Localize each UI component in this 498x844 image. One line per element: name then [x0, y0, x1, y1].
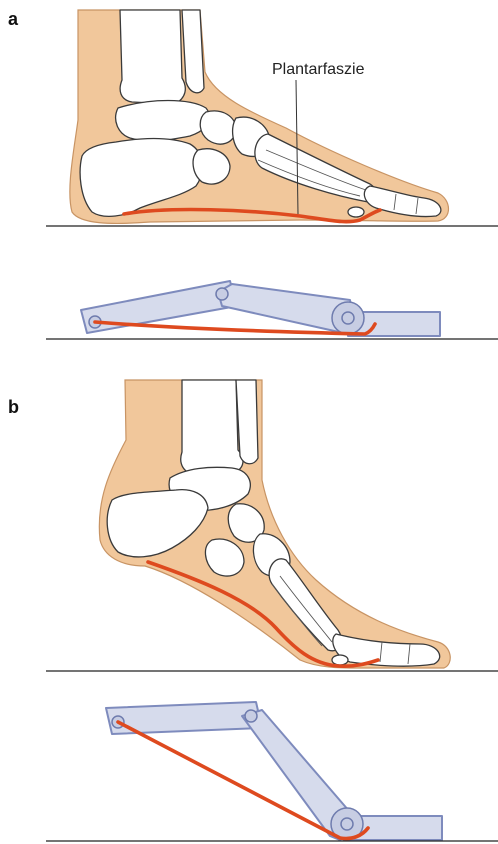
panel-a-pin-front: [342, 312, 354, 324]
panel-a-windlass-model: [81, 281, 440, 336]
panel-a-pin-top: [216, 288, 228, 300]
panel-b-tibia: [181, 380, 243, 474]
plantar-fascia-label: Plantarfaszie: [272, 61, 365, 78]
panel-label-b: b: [8, 397, 19, 417]
panel-b-pin-top: [245, 710, 257, 722]
panel-a-fibula: [182, 10, 204, 93]
panel-b-windlass-model: [106, 702, 442, 840]
panel-b-pin-front: [341, 818, 353, 830]
panel-a-foot-illustration: [70, 10, 449, 223]
panel-a-tibia: [120, 10, 185, 104]
panel-b-fibula: [236, 380, 258, 464]
panel-label-a: a: [8, 9, 19, 29]
